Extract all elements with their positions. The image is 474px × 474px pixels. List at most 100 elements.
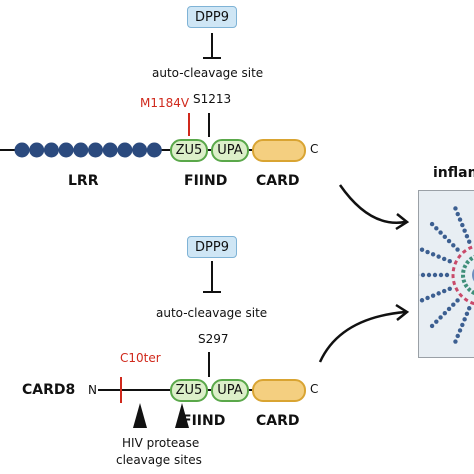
filament-dot [436, 254, 441, 259]
filament-dot [438, 272, 444, 278]
bottom-c-terminus-label: C [310, 382, 319, 396]
filament-dot [430, 293, 436, 298]
top-dpp9-box: DPP9 [187, 6, 237, 28]
hiv-protease-label-line2: cleavage sites [116, 453, 202, 467]
lrr-bead [117, 142, 133, 158]
filament-dot [420, 272, 426, 278]
top-dpp9-label: DPP9 [195, 9, 229, 25]
filament-dot [455, 211, 460, 217]
inflammasome-ring-inner [461, 254, 474, 296]
filament-dot [444, 272, 450, 278]
filament-dot [438, 230, 443, 235]
filament-dot [453, 339, 458, 344]
top-site-label: S1213 [193, 92, 232, 106]
lrr-beads [14, 142, 162, 158]
filament-dot [457, 328, 463, 333]
filament-dot [460, 222, 465, 228]
top-arrow-to-inset [338, 184, 406, 224]
filament-dot [464, 233, 470, 239]
lrr-bead [102, 142, 118, 158]
bottom-upa-domain: UPA [211, 379, 249, 402]
filament-dot [464, 311, 470, 317]
top-mutation-label: M1184V [140, 96, 190, 110]
inflammasome-illustration [419, 206, 474, 344]
bottom-dpp9-label: DPP9 [195, 239, 229, 255]
filament-dot [467, 306, 472, 311]
filament-dot [419, 298, 425, 303]
bottom-upa-label: UPA [217, 383, 243, 398]
bottom-autocleavage-label: auto-cleavage site [156, 306, 268, 320]
hiv-cleavage-triangle-1 [133, 403, 147, 428]
top-c-terminus-label: C [310, 142, 319, 156]
filament-dot [462, 317, 467, 322]
top-zu5-label: ZU5 [175, 143, 203, 158]
lrr-bead [73, 142, 89, 158]
top-upa-label: UPA [217, 143, 243, 158]
filament-dot [429, 221, 435, 227]
top-fiind-label: FIIND [184, 173, 228, 189]
top-card-domain [252, 139, 306, 162]
filament-dot [455, 298, 460, 303]
bottom-n-terminus-label: N [88, 383, 97, 397]
filament-dot [442, 234, 448, 240]
inflammasome-ring-outer [451, 244, 474, 306]
inflammasome-inset [418, 190, 474, 358]
hiv-cleavage-triangle-2 [175, 403, 189, 428]
filament-dot [447, 259, 452, 264]
filament-dot [453, 206, 458, 211]
filament-dot [457, 217, 463, 222]
filament-dot [430, 252, 436, 257]
filament-dot [434, 226, 439, 231]
filament-dot [434, 319, 439, 324]
bottom-site-label: S297 [198, 332, 229, 346]
filament-dot [467, 239, 472, 244]
top-arrow-head [395, 213, 410, 231]
filament-dot [432, 272, 438, 278]
filament-dot [429, 323, 435, 329]
filament-dot [425, 249, 430, 255]
filament-dot [462, 228, 467, 233]
bottom-card-label: CARD [256, 413, 300, 429]
filament-dot [419, 247, 425, 252]
top-lrr-label: LRR [68, 173, 99, 189]
top-upa-domain: UPA [211, 139, 249, 162]
filament-dot [455, 333, 460, 339]
filament-dot [436, 291, 441, 296]
lrr-bead [58, 142, 74, 158]
inflammasome-spokes [419, 206, 472, 344]
bottom-card-domain [252, 379, 306, 402]
filament-dot [451, 302, 456, 307]
filament-dot [425, 295, 430, 301]
filament-dot [441, 288, 447, 294]
bottom-arrow-to-inset [318, 310, 406, 363]
top-zu5-domain: ZU5 [170, 139, 208, 162]
top-card-label: CARD [256, 173, 300, 189]
filament-dot [455, 247, 460, 252]
lrr-bead [88, 142, 103, 158]
lrr-bead [14, 142, 30, 158]
filament-dot [426, 272, 432, 278]
filament-dot [441, 256, 447, 262]
filament-dot [446, 306, 452, 312]
filament-dot [451, 243, 456, 248]
filament-dot [438, 315, 443, 320]
bottom-arrow-head [395, 303, 410, 321]
bottom-c10ter-label: C10ter [120, 351, 161, 365]
filament-dot [446, 238, 452, 244]
bottom-zu5-label: ZU5 [175, 383, 203, 398]
lrr-bead [146, 142, 162, 158]
filament-dot [460, 322, 465, 328]
top-autocleavage-label: auto-cleavage site [152, 66, 264, 80]
lrr-bead [132, 142, 148, 158]
filament-dot [442, 310, 448, 316]
lrr-bead [29, 142, 45, 158]
bottom-fiind-label: FIIND [182, 413, 226, 429]
inset-title: inflam [433, 165, 474, 181]
bottom-protein-label: CARD8 [22, 382, 76, 398]
lrr-bead [43, 142, 59, 158]
bottom-zu5-domain: ZU5 [170, 379, 208, 402]
bottom-dpp9-box: DPP9 [187, 236, 237, 258]
filament-dot [447, 286, 452, 291]
hiv-protease-label-line1: HIV protease [122, 436, 200, 450]
